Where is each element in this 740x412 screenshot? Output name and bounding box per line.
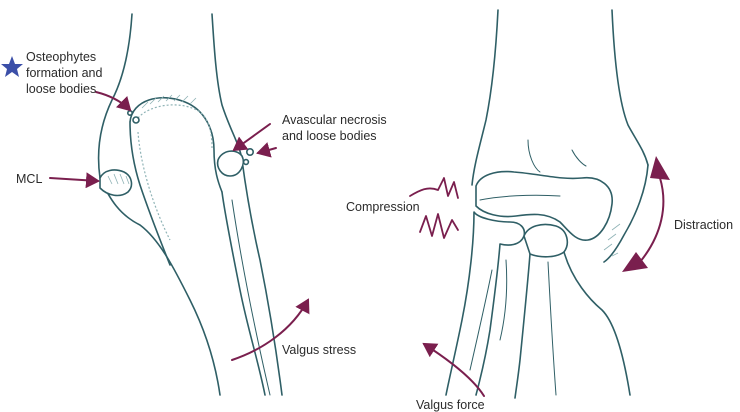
right-ulna-outline — [445, 211, 475, 396]
right-capitellum-line — [479, 194, 561, 201]
left-elbow — [97, 13, 283, 396]
left-radius-right — [241, 159, 283, 396]
avascular-line-2: and loose bodies — [282, 129, 377, 143]
right-ulna-head — [473, 211, 526, 246]
left-loose-body-4 — [127, 110, 134, 117]
right-radius-inner — [547, 261, 557, 396]
avascular-arrow-1 — [232, 123, 271, 152]
right-radius-outline — [514, 253, 531, 399]
right-elbow — [445, 9, 649, 399]
valgus-force-label: Valgus force — [416, 398, 485, 412]
left-radial-head — [216, 150, 245, 177]
left-ulna-dashed — [137, 131, 171, 241]
distraction-arrow — [639, 177, 665, 263]
distraction-label: Distraction — [674, 218, 733, 232]
osteophytes-line-3: loose bodies — [26, 82, 96, 96]
left-radius-inner — [231, 199, 271, 396]
left-mcl-shading — [107, 173, 130, 185]
right-humerus-left — [471, 9, 499, 186]
left-humerus-outline — [97, 13, 133, 179]
right-fossa-2 — [571, 149, 587, 167]
left-cartilage-line — [137, 104, 213, 149]
distraction-arrow-head-top — [650, 156, 670, 180]
right-capitellum — [475, 170, 613, 241]
compression-zigzag-icon — [409, 177, 459, 239]
right-fossa-1 — [527, 139, 541, 173]
right-radial-head — [523, 223, 569, 258]
left-ulna-outline — [99, 177, 221, 396]
right-ulna-line-2 — [499, 259, 508, 341]
avascular-line-1: Avascular necrosis — [282, 113, 387, 127]
left-ulna-inner — [129, 121, 171, 266]
mcl-label: MCL — [16, 172, 42, 186]
right-lateral-edge — [603, 164, 649, 263]
distraction-arrow-head-bottom — [622, 252, 648, 272]
compression-label: Compression — [346, 200, 420, 214]
avascular-label: Avascular necrosis and loose bodies — [282, 113, 390, 143]
osteophytes-label: Osteophytes formation and loose bodies — [26, 50, 106, 96]
valgus-stress-arrow — [231, 298, 310, 361]
right-ulna-inner — [475, 243, 501, 396]
left-loose-body-1 — [246, 148, 255, 157]
star-icon — [1, 56, 23, 77]
avascular-arrow-2 — [256, 142, 277, 158]
osteophytes-line-1: Osteophytes — [26, 50, 96, 64]
left-humerus-right-outline — [211, 13, 243, 161]
right-ulna-line-1 — [469, 269, 493, 371]
valgus-force-arrow — [422, 342, 485, 397]
left-mcl-band — [99, 169, 133, 197]
left-loose-body-3 — [132, 116, 140, 124]
left-osteophyte-shading — [141, 94, 197, 109]
right-lateral-shading — [603, 223, 621, 257]
osteophytes-line-2: formation and — [26, 66, 102, 80]
mcl-arrow — [49, 172, 100, 189]
left-radius-outline — [221, 191, 266, 396]
osteophytes-arrow — [95, 91, 132, 112]
left-trochlea — [129, 97, 223, 193]
right-radius-right — [563, 251, 631, 396]
valgus-stress-label: Valgus stress — [282, 343, 356, 357]
right-humerus-right — [611, 9, 649, 166]
left-loose-body-2 — [242, 158, 250, 166]
